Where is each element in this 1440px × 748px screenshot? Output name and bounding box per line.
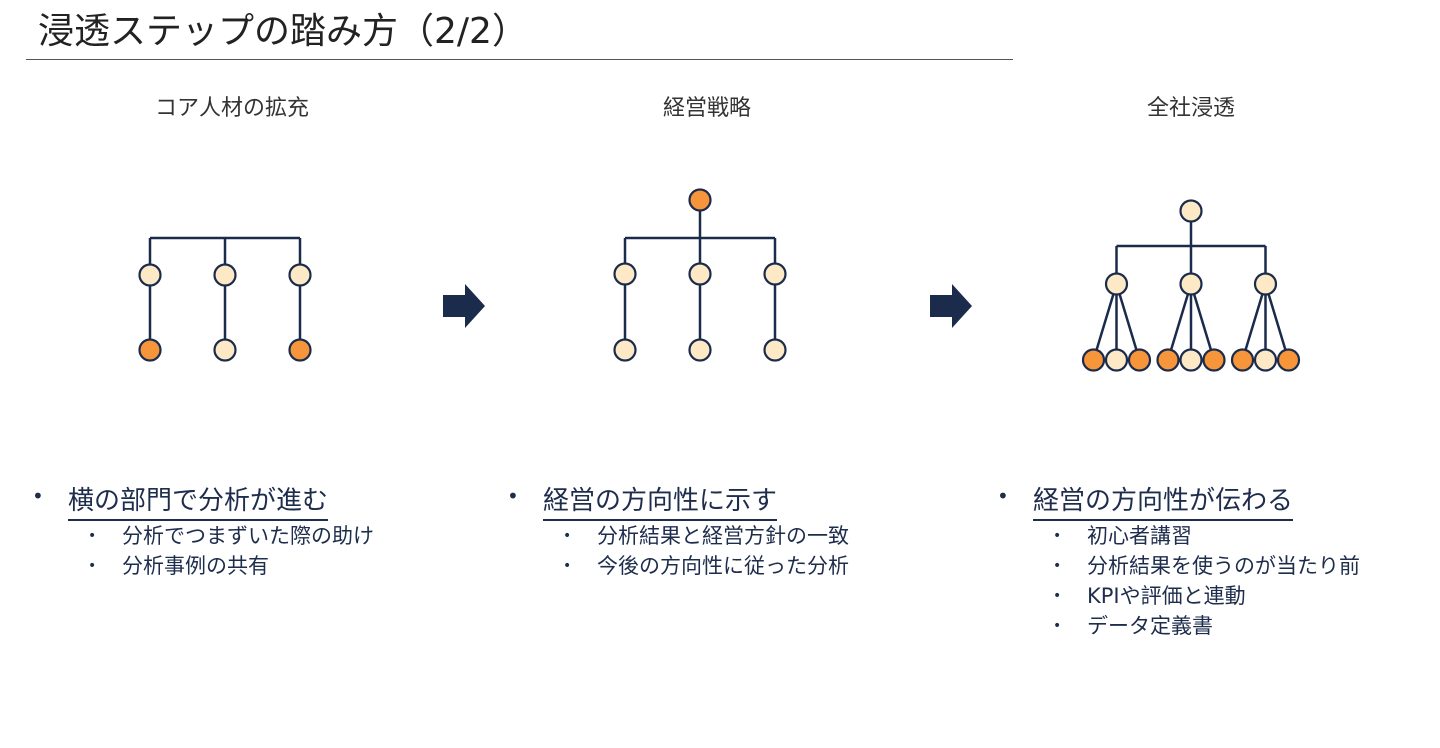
bullet-list-core: • 横の部門で分析が進む • 分析でつまずいた際の助け • 分析事例の共有 xyxy=(32,480,374,581)
sub-bullet-text: 今後の方向性に従った分析 xyxy=(597,554,849,578)
main-bullet: • 横の部門で分析が進む xyxy=(32,480,374,521)
tree-node-light xyxy=(1253,272,1278,296)
tree-node-light xyxy=(688,262,712,286)
title-divider xyxy=(26,59,1013,60)
sub-bullet: • 分析結果と経営方針の一致 xyxy=(563,521,849,551)
right-arrow-icon xyxy=(930,284,972,328)
sub-bullet: • 分析でつまずいた際の助け xyxy=(88,521,374,551)
tree-node-orange xyxy=(1156,348,1180,372)
tree-connector xyxy=(1115,283,1141,361)
tree-node-light xyxy=(1253,348,1278,372)
sub-bullet-text: 分析結果を使うのが当たり前 xyxy=(1087,554,1360,578)
bullet-icon: • xyxy=(1053,618,1062,634)
tree-node-orange xyxy=(1081,348,1106,372)
tree-node-orange xyxy=(1230,348,1255,372)
sub-bullet: • データ定義書 xyxy=(1053,611,1360,641)
tree-node-light xyxy=(1104,348,1129,372)
sub-bullet-text: 分析結果と経営方針の一致 xyxy=(597,524,849,548)
bullet-icon: • xyxy=(507,484,519,508)
tree-node-light xyxy=(763,338,787,362)
bullet-icon: • xyxy=(563,528,572,544)
bullet-icon: • xyxy=(1053,558,1062,574)
tree-connector xyxy=(1264,283,1290,361)
tree-node-orange xyxy=(138,338,162,362)
tree-node-light xyxy=(1179,199,1203,223)
column-heading-core: コア人材の拡充 xyxy=(154,96,310,121)
sub-bullet-text: 初心者講習 xyxy=(1087,524,1192,548)
tree-node-light xyxy=(1179,272,1203,296)
tree-connector xyxy=(1166,283,1193,361)
bullet-icon: • xyxy=(1053,588,1062,604)
column-heading-company: 全社浸透 xyxy=(1146,96,1236,121)
tree-node-orange xyxy=(688,188,712,212)
tree-node-light xyxy=(613,262,637,286)
sub-bullet: • 分析事例の共有 xyxy=(88,551,374,581)
sub-bullet-text: KPIや評価と連動 xyxy=(1087,584,1246,608)
tree-node-light xyxy=(288,263,312,287)
tree-node-orange xyxy=(1276,348,1301,372)
tree-node-orange xyxy=(288,338,312,362)
column-heading-strategy: 経営戦略 xyxy=(662,96,752,121)
tree-node-orange xyxy=(1127,348,1152,372)
bullet-icon: • xyxy=(88,528,97,544)
right-arrow-icon xyxy=(443,284,485,328)
tree-node-light xyxy=(763,262,787,286)
bullet-icon: • xyxy=(88,558,97,574)
bullet-list-strategy: • 経営の方向性に示す • 分析結果と経営方針の一致 • 今後の方向性に従った分析 xyxy=(507,480,849,581)
bullet-icon: • xyxy=(32,484,44,508)
main-bullet: • 経営の方向性に示す xyxy=(507,480,849,521)
sub-bullet: • KPIや評価と連動 xyxy=(1053,581,1360,611)
tree-connector xyxy=(1092,283,1118,361)
main-bullet-text: 経営の方向性に示す xyxy=(543,480,778,521)
tree-node-light xyxy=(1104,272,1129,296)
main-bullet-text: 経営の方向性が伝わる xyxy=(1033,480,1294,521)
main-bullet: • 経営の方向性が伝わる xyxy=(997,480,1360,521)
sub-bullet-text: 分析事例の共有 xyxy=(122,554,269,578)
tree-connector xyxy=(1189,283,1216,361)
tree-node-light xyxy=(1179,348,1203,372)
tree-node-light xyxy=(213,338,237,362)
bullet-list-company: • 経営の方向性が伝わる • 初心者講習 • 分析結果を使うのが当たり前 • KPIや評価と連… xyxy=(997,480,1360,641)
tree-node-light xyxy=(613,338,637,362)
tree-node-light xyxy=(688,338,712,362)
sub-bullet-text: 分析でつまずいた際の助け xyxy=(122,524,374,548)
bullet-icon: • xyxy=(1053,528,1062,544)
sub-bullet: • 今後の方向性に従った分析 xyxy=(563,551,849,581)
page-title: 浸透ステップの踏み方（2/2） xyxy=(38,11,528,52)
tree-connector xyxy=(1241,283,1267,361)
bullet-icon: • xyxy=(997,484,1009,508)
sub-bullet: • 初心者講習 xyxy=(1053,521,1360,551)
sub-bullet-text: データ定義書 xyxy=(1087,614,1213,638)
bullet-icon: • xyxy=(563,558,572,574)
main-bullet-text: 横の部門で分析が進む xyxy=(68,480,329,521)
tree-node-orange xyxy=(1202,348,1226,372)
sub-bullet: • 分析結果を使うのが当たり前 xyxy=(1053,551,1360,581)
tree-node-light xyxy=(213,263,237,287)
tree-node-light xyxy=(138,263,162,287)
